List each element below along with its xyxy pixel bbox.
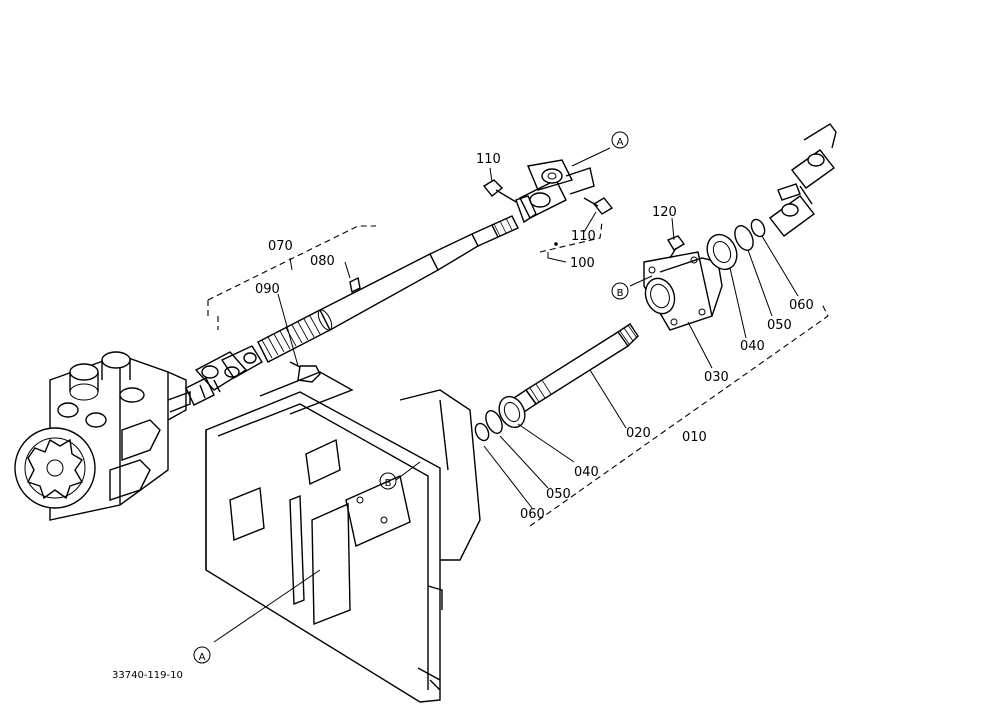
callout-090: 090 bbox=[255, 282, 280, 297]
lower-universal-joint bbox=[185, 345, 263, 406]
bearing-040-upper bbox=[706, 233, 738, 271]
group-bracket-010 bbox=[529, 303, 829, 527]
callout-110-right: 110 bbox=[571, 229, 596, 244]
bolt-110-left bbox=[482, 179, 517, 203]
ref-b-left: B bbox=[611, 282, 629, 300]
callout-labels: 110 110 100 070 080 090 120 030 040 050 … bbox=[255, 152, 814, 522]
callout-040-upper: 040 bbox=[740, 339, 765, 354]
callout-070: 070 bbox=[268, 239, 293, 254]
shaft-070 bbox=[257, 215, 519, 363]
callout-010: 010 bbox=[682, 430, 707, 445]
upper-universal-joint bbox=[515, 159, 595, 246]
ref-b-frame-label: B bbox=[385, 478, 392, 489]
callout-120: 120 bbox=[652, 205, 677, 220]
group-bracket-070 bbox=[207, 225, 376, 316]
snap-ring-060-lower bbox=[474, 422, 490, 442]
bolt-110-right bbox=[583, 197, 614, 215]
callout-040-lower: 040 bbox=[574, 465, 599, 480]
drawing-number: 33740-119-10 bbox=[112, 670, 183, 681]
ref-a-top: A bbox=[611, 131, 629, 149]
leader-lines bbox=[213, 147, 799, 643]
callout-080: 080 bbox=[310, 254, 335, 269]
ref-b-frame: B bbox=[379, 472, 397, 490]
callout-020: 020 bbox=[626, 426, 651, 441]
callout-060-lower: 060 bbox=[520, 507, 545, 522]
bearing-040-lower bbox=[498, 395, 526, 429]
bolt-090 bbox=[289, 361, 321, 383]
ref-b-left-label: B bbox=[617, 288, 624, 299]
hydraulic-unit bbox=[14, 351, 191, 521]
mounting-frame bbox=[205, 371, 481, 703]
ref-a-bottom-label: A bbox=[199, 652, 206, 663]
ref-a-bottom: A bbox=[193, 646, 211, 664]
callout-050-lower: 050 bbox=[546, 487, 571, 502]
shaft-020 bbox=[513, 323, 639, 413]
ref-a-top-label: A bbox=[617, 137, 624, 148]
callout-050-upper: 050 bbox=[767, 318, 792, 333]
callout-030: 030 bbox=[704, 370, 729, 385]
callout-110-left: 110 bbox=[476, 152, 501, 167]
bolt-120 bbox=[666, 235, 686, 259]
callout-060-upper: 060 bbox=[789, 298, 814, 313]
flange-housing-030 bbox=[643, 251, 723, 331]
ring-050-lower bbox=[485, 410, 503, 434]
steering-joint-upper-right bbox=[769, 123, 837, 237]
ring-050-upper bbox=[734, 225, 754, 251]
callout-100: 100 bbox=[570, 256, 595, 271]
